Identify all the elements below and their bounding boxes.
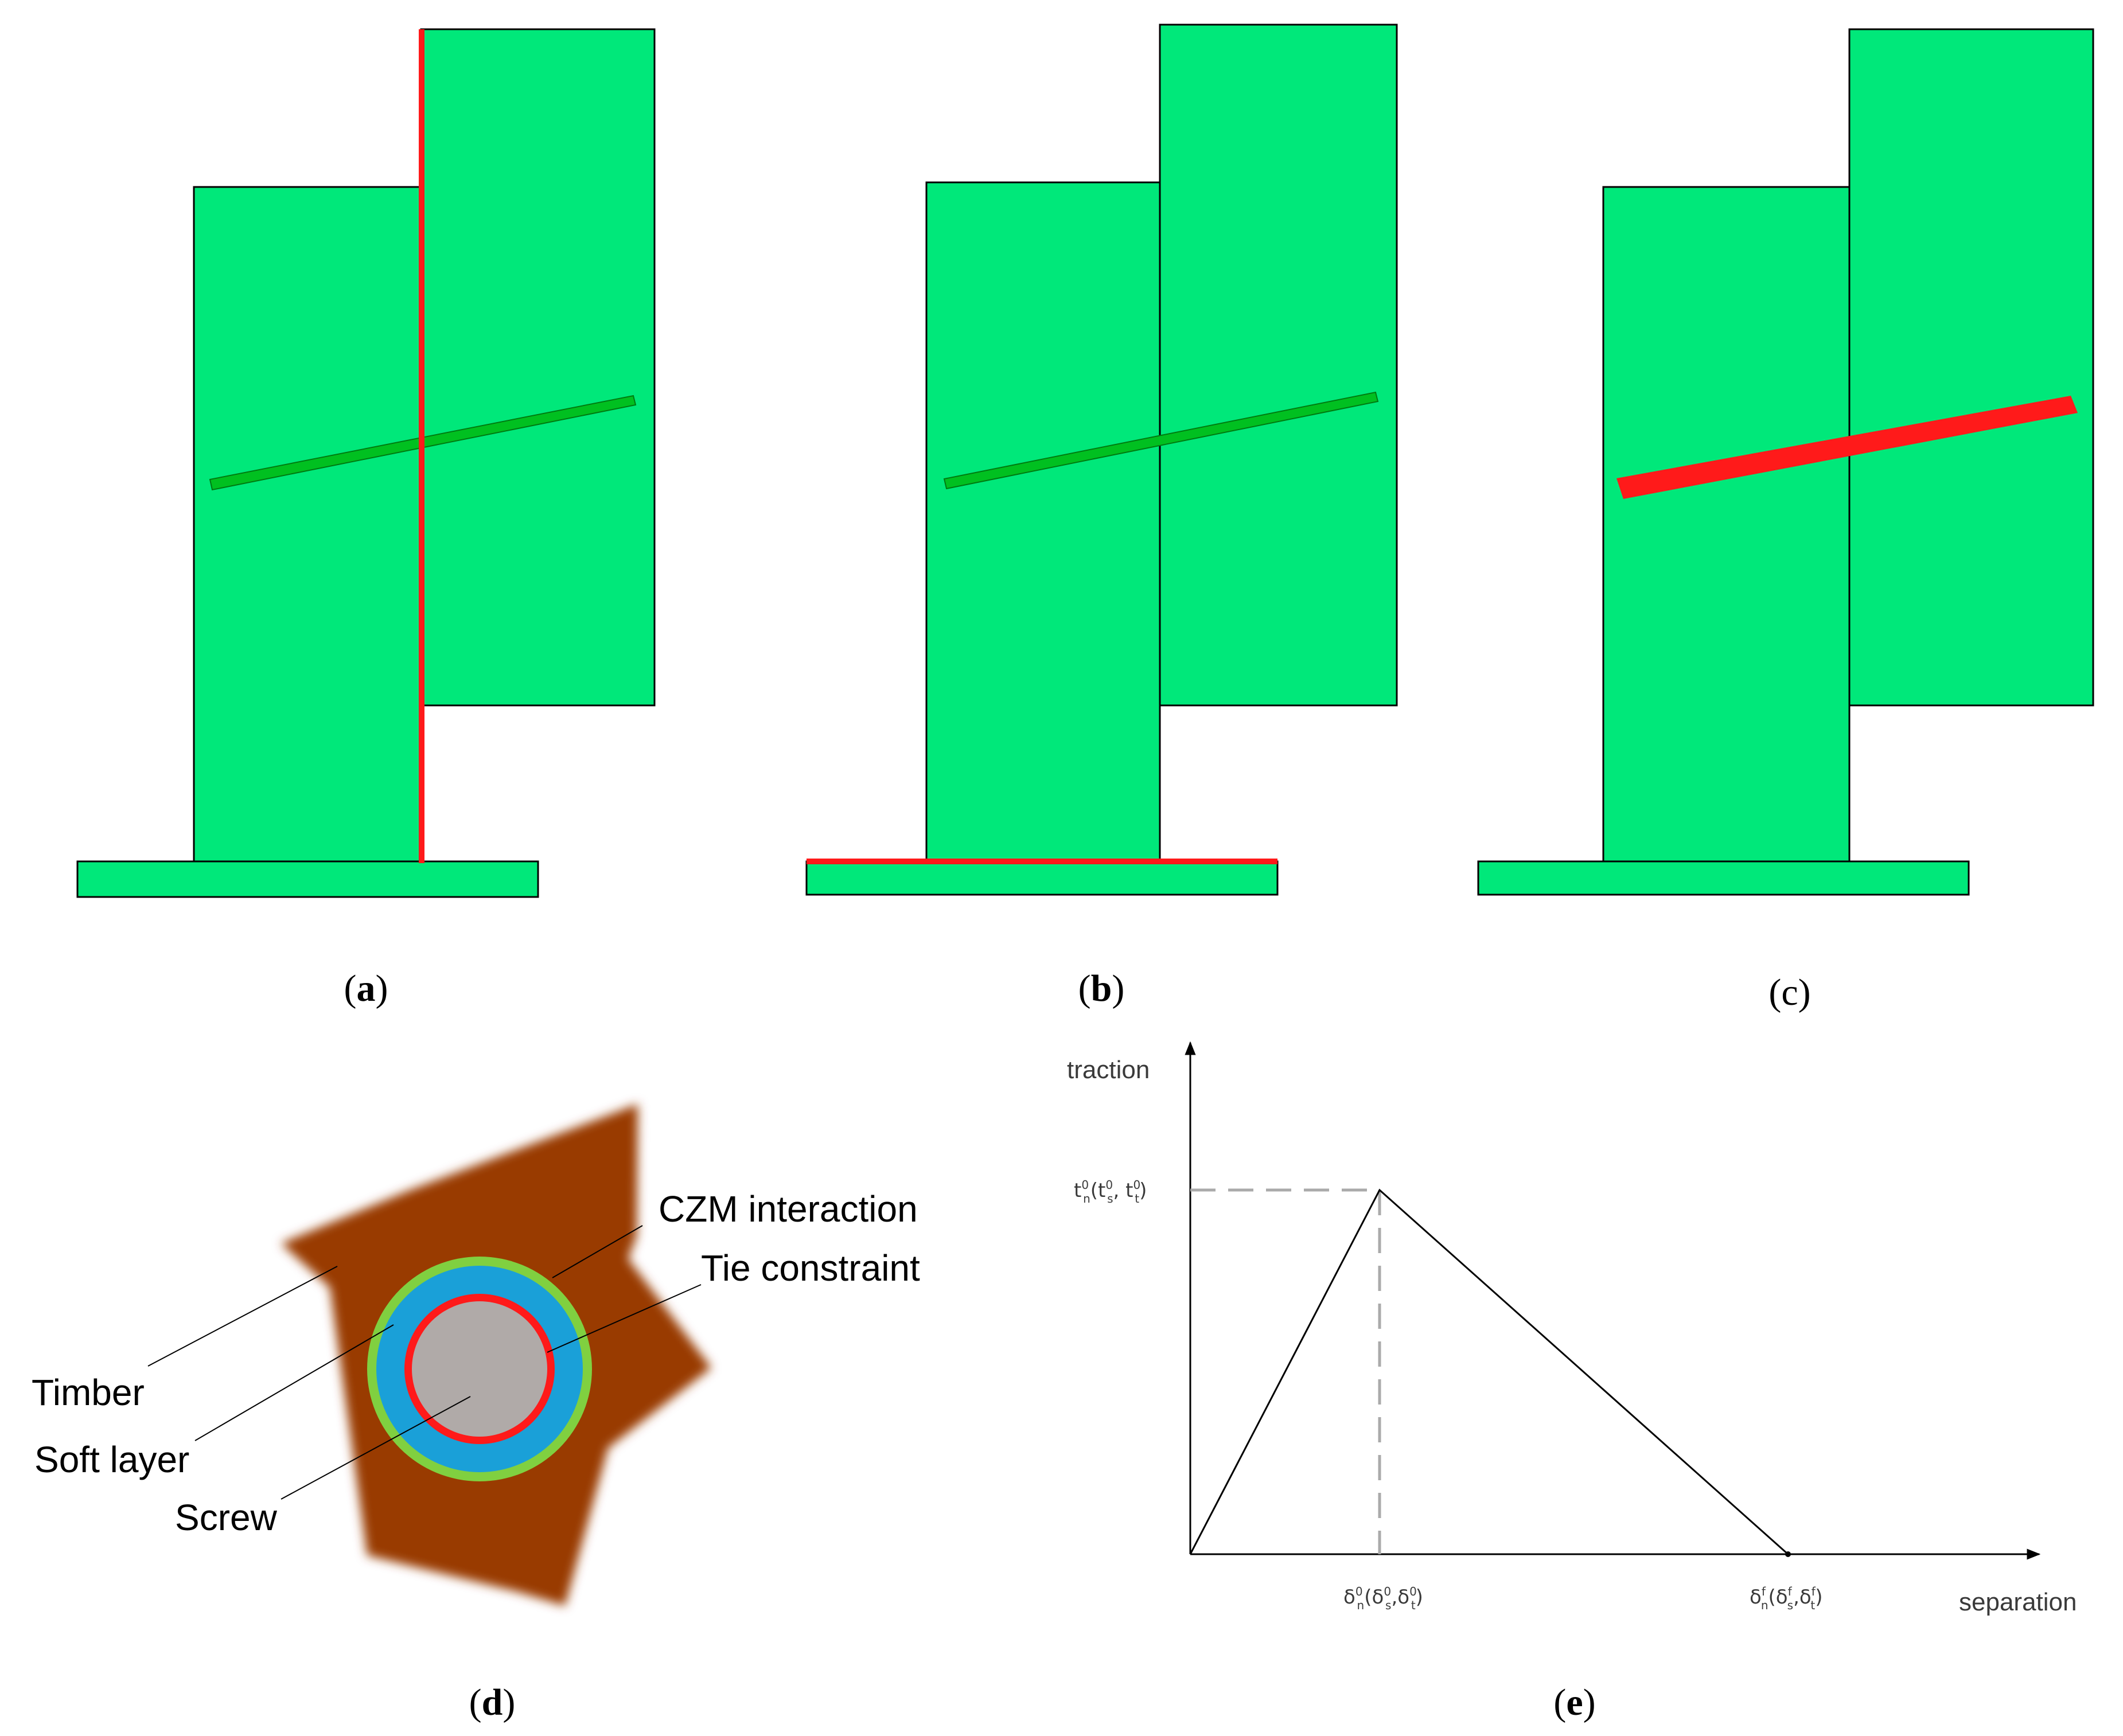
- panel-c-label: (c): [1768, 972, 1810, 1013]
- panel-c: (c): [1477, 28, 2094, 1013]
- panel-b-base-highlight: [807, 859, 1277, 864]
- panel-e-traction-curve: [1189, 1188, 1789, 1555]
- panel-d-leader-screw: [281, 1396, 471, 1500]
- panel-d-leader-soft-layer: [194, 1324, 394, 1441]
- panel-b: (b): [805, 24, 1398, 1009]
- panel-b-left-member: [925, 181, 1161, 863]
- panel-c-screw-highlight: [1616, 396, 2078, 499]
- panel-d-leader-czm: [552, 1225, 643, 1278]
- panel-c-right-member: [1848, 28, 2094, 707]
- panel-d-tie-label: Tie constraint: [701, 1247, 920, 1289]
- panel-d-soft-layer-label: Soft layer: [34, 1439, 189, 1480]
- panel-d-leader-timber: [147, 1266, 338, 1367]
- panel-d-czm-label: CZM interaction: [659, 1188, 918, 1230]
- panel-b-right-member: [1159, 24, 1398, 707]
- panel-a-label: (a): [344, 968, 388, 1009]
- panel-c-base-plate: [1477, 860, 1970, 896]
- panel-d-screw-label: Screw: [175, 1497, 278, 1538]
- panel-a-interface-highlight: [419, 29, 424, 863]
- panel-b-base-plate: [805, 860, 1279, 896]
- panel-a-base-plate: [76, 860, 539, 898]
- panel-e-y-axis-label: traction: [1067, 1056, 1150, 1084]
- panel-d-screw-core: [412, 1301, 547, 1437]
- panel-e-x-axis-label: separation: [1959, 1588, 2077, 1616]
- panel-d-timber-label: Timber: [32, 1372, 145, 1413]
- panel-a-right-member: [420, 28, 656, 707]
- panel-d-leader-tie: [547, 1284, 702, 1353]
- panel-d: CZM interaction Tie constraint Timber So…: [32, 1104, 920, 1723]
- panel-d-label: (d): [469, 1682, 516, 1723]
- panel-e-label: (e): [1553, 1682, 1595, 1723]
- panel-b-screw: [943, 391, 1379, 490]
- panel-b-label: (b): [1078, 968, 1125, 1009]
- panel-a: (a): [76, 28, 656, 1009]
- panel-c-left-member: [1602, 186, 1851, 863]
- panel-e-failure-point: [1785, 1551, 1791, 1557]
- panel-a-left-member: [193, 186, 422, 863]
